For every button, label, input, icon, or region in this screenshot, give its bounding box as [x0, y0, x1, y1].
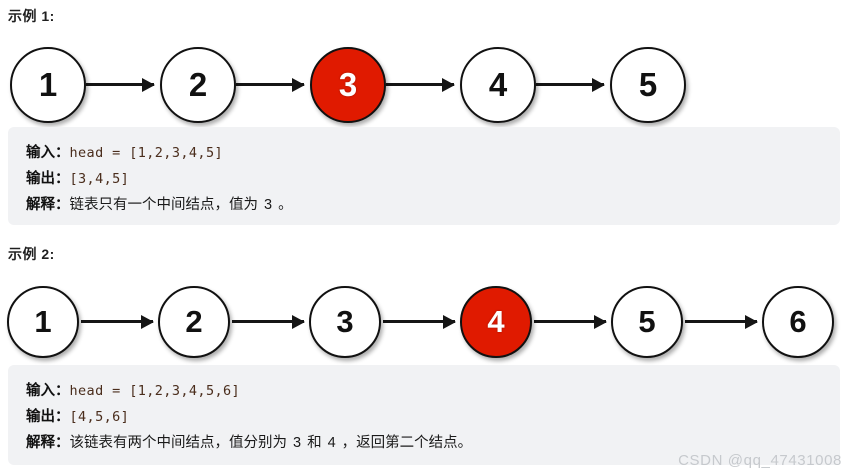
list-node-value: 4	[488, 66, 508, 103]
list-node-value: 3	[336, 304, 354, 339]
list-node-1[interactable]: 1	[10, 47, 86, 123]
output-label: 输出：	[26, 409, 70, 425]
list-node-value: 1	[38, 66, 58, 103]
list-node-5[interactable]: 5	[611, 286, 683, 358]
output-value: [4,5,6]	[69, 409, 130, 425]
explanation-number: 3	[264, 197, 273, 213]
input-label: 输入：	[26, 145, 70, 161]
list-node-4-highlighted[interactable]: 4	[460, 286, 532, 358]
example-1-description-panel: 输入：head = [1,2,3,4,5] 输出：[3,4,5] 解释：链表只有…	[8, 127, 840, 225]
list-node-value: 1	[34, 304, 52, 339]
example-1-heading: 示例 1:	[8, 8, 55, 24]
example-2-heading: 示例 2:	[8, 246, 55, 262]
list-node-value: 2	[188, 66, 208, 103]
edge-4-5	[536, 83, 604, 86]
list-node-6[interactable]: 6	[762, 286, 834, 358]
explanation-prefix: 该链表有两个中间结点，值分别为	[69, 435, 288, 451]
explanation-line: 解释：链表只有一个中间结点，值为 3 。	[26, 192, 822, 218]
csdn-watermark: CSDN @qq_47431008	[678, 452, 842, 469]
linked-list-diagram-2: 1 2 3 4 5 6	[0, 271, 856, 369]
list-node-3[interactable]: 3	[309, 286, 381, 358]
list-node-2[interactable]: 2	[158, 286, 230, 358]
list-node-3-highlighted[interactable]: 3	[310, 47, 386, 123]
input-value: head = [1,2,3,4,5,6]	[69, 383, 241, 399]
edge-1-2	[81, 320, 153, 323]
edge-2-3	[232, 320, 304, 323]
list-node-4[interactable]: 4	[460, 47, 536, 123]
output-line: 输出：[4,5,6]	[26, 404, 822, 430]
list-node-1[interactable]: 1	[7, 286, 79, 358]
explanation-number-2: 4	[327, 435, 336, 451]
list-node-2[interactable]: 2	[160, 47, 236, 123]
explanation-suffix: ，返回第二个结点。	[341, 435, 473, 451]
explanation-middle: 和	[307, 435, 322, 451]
explanation-prefix: 链表只有一个中间结点，值为	[69, 197, 259, 213]
explanation-suffix: 。	[278, 197, 293, 213]
output-value: [3,4,5]	[69, 171, 130, 187]
list-node-value: 6	[789, 304, 807, 339]
list-node-value: 2	[185, 304, 203, 339]
example-2-description-panel: 输入：head = [1,2,3,4,5,6] 输出：[4,5,6] 解释：该链…	[8, 365, 840, 465]
edge-2-3	[236, 83, 304, 86]
edge-1-2	[86, 83, 154, 86]
edge-4-5	[534, 320, 606, 323]
output-label: 输出：	[26, 171, 70, 187]
input-value: head = [1,2,3,4,5]	[69, 145, 223, 161]
explanation-number: 3	[293, 435, 302, 451]
list-node-value: 5	[638, 66, 658, 103]
linked-list-diagram-1: 1 2 3 4 5	[0, 33, 856, 131]
input-line: 输入：head = [1,2,3,4,5]	[26, 140, 822, 166]
edge-3-4	[383, 320, 455, 323]
edge-5-6	[685, 320, 757, 323]
list-node-value: 4	[487, 304, 505, 339]
edge-3-4	[386, 83, 454, 86]
list-node-5[interactable]: 5	[610, 47, 686, 123]
output-line: 输出：[3,4,5]	[26, 166, 822, 192]
explanation-label: 解释：	[26, 435, 70, 451]
explanation-label: 解释：	[26, 197, 70, 213]
input-label: 输入：	[26, 383, 70, 399]
list-node-value: 3	[338, 66, 358, 103]
input-line: 输入：head = [1,2,3,4,5,6]	[26, 378, 822, 404]
list-node-value: 5	[638, 304, 656, 339]
